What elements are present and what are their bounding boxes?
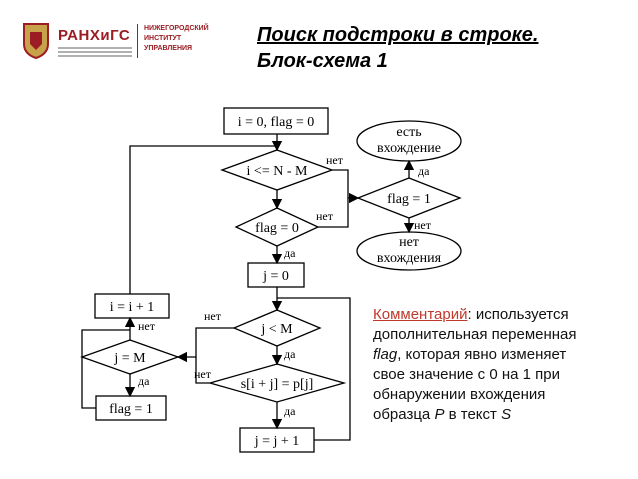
text-inc-i: i = i + 1	[110, 300, 155, 315]
text-set-j: j = 0	[262, 269, 289, 284]
comment-highlight: Комментарий	[373, 306, 468, 323]
comment-part: образца	[373, 406, 435, 423]
comment-var-p: P	[434, 406, 445, 423]
label-match-yes: да	[284, 404, 296, 418]
label-jM-no: нет	[138, 319, 156, 333]
comment-part: : используется	[467, 306, 569, 323]
comment-part: , которая явно изменяет	[397, 346, 567, 363]
node-init	[223, 107, 329, 135]
label-flag0-yes: да	[284, 246, 296, 260]
title-line-2: Блок-схема 1	[257, 50, 388, 72]
text-init: i = 0, flag = 0	[238, 115, 314, 130]
label-flag0-no: нет	[316, 209, 334, 223]
emblem-icon	[23, 23, 49, 60]
logo-institute: НИЖЕГОРОДСКИЙ ИНСТИТУТ УПРАВЛЕНИЯ	[144, 24, 209, 54]
text-inc-j: j = j + 1	[254, 434, 300, 449]
logo-institute-line: УПРАВЛЕНИЯ	[144, 45, 193, 52]
comment-part: обнаружении вхождения	[373, 386, 546, 403]
title-line-1: Поиск подстроки в строке.	[257, 24, 539, 46]
text-cond-flag1: flag = 1	[387, 192, 431, 207]
text-cond-inner: j < M	[260, 322, 293, 337]
comment-text: Комментарий: используется дополнительная…	[373, 305, 623, 425]
text-end-not-found-2: вхождения	[377, 251, 442, 266]
text-cond-flag0: flag = 0	[255, 221, 299, 236]
label-flag1-yes: да	[418, 164, 430, 178]
label-match-no: нет	[194, 367, 212, 381]
comment-part: свое значение с 0 на 1 при	[373, 366, 560, 383]
text-end-not-found-1: нет	[399, 235, 419, 250]
text-cond-jM: j = M	[113, 351, 146, 366]
logo-divider	[137, 24, 138, 58]
text-cond-outer: i <= N - M	[247, 164, 308, 179]
node-set-j	[247, 262, 305, 288]
slide-title: Поиск подстроки в строке. Блок-схема 1	[257, 22, 538, 74]
ranepa-logo: РАНХиГС НИЖЕГОРОДСКИЙ ИНСТИТУТ УПРАВЛЕНИ…	[18, 20, 218, 60]
text-cond-match: s[i + j] = p[j]	[241, 377, 314, 392]
logo-institute-line: ИНСТИТУТ	[144, 35, 182, 42]
text-end-found-2: вхождение	[377, 141, 441, 156]
comment-var-s: S	[501, 406, 512, 423]
label-flag1-no: нет	[414, 218, 432, 232]
logo-institute-line: НИЖЕГОРОДСКИЙ	[144, 25, 209, 32]
comment-part: в текст	[444, 406, 502, 423]
comment-var-flag: flag	[373, 346, 398, 363]
logo-subtitle-lines	[58, 47, 132, 57]
label-jM-yes: да	[138, 374, 150, 388]
logo-brand: РАНХиГС	[58, 27, 131, 44]
label-inner-no: нет	[204, 309, 222, 323]
label-inner-yes: да	[284, 347, 296, 361]
text-set-flag: flag = 1	[109, 402, 153, 417]
text-end-found-1: есть	[396, 125, 421, 140]
comment-part: дополнительная переменная	[373, 326, 577, 343]
label-outer-no: нет	[326, 153, 344, 167]
